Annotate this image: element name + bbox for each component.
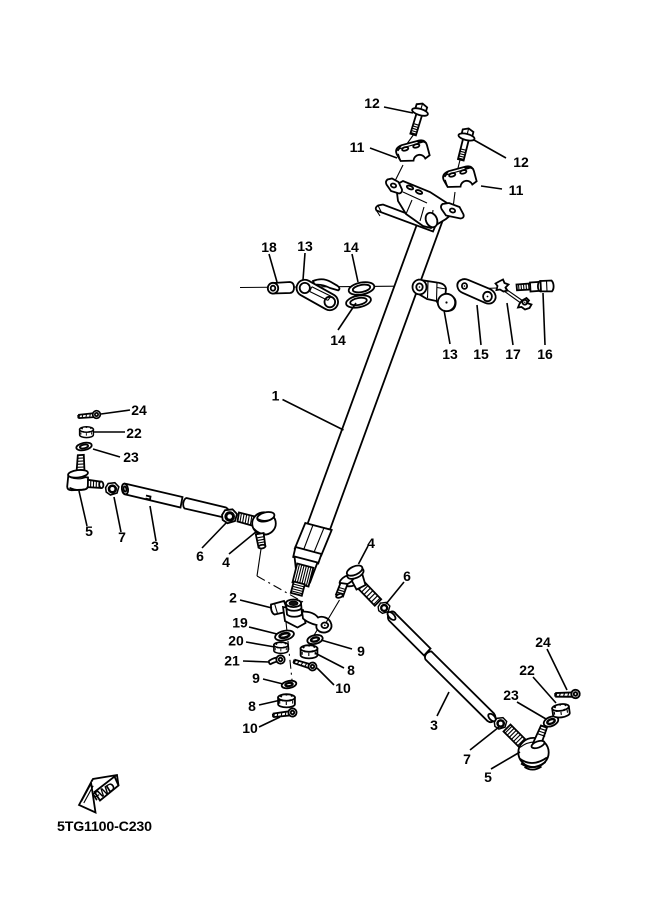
svg-text:22: 22 bbox=[126, 425, 142, 441]
svg-text:11: 11 bbox=[509, 182, 524, 198]
svg-text:13: 13 bbox=[442, 346, 458, 362]
svg-text:24: 24 bbox=[535, 634, 551, 650]
svg-text:18: 18 bbox=[261, 239, 277, 255]
svg-text:5: 5 bbox=[484, 769, 492, 785]
svg-text:6: 6 bbox=[196, 548, 204, 564]
svg-text:3: 3 bbox=[151, 538, 159, 554]
svg-text:5: 5 bbox=[85, 523, 93, 539]
svg-text:10: 10 bbox=[335, 680, 351, 696]
svg-text:7: 7 bbox=[118, 529, 126, 545]
svg-text:12: 12 bbox=[513, 154, 529, 170]
svg-text:14: 14 bbox=[330, 332, 346, 348]
svg-text:13: 13 bbox=[297, 238, 313, 254]
svg-text:8: 8 bbox=[248, 698, 256, 714]
svg-text:23: 23 bbox=[503, 687, 519, 703]
svg-text:5TG1100-C230: 5TG1100-C230 bbox=[57, 819, 152, 835]
svg-text:4: 4 bbox=[367, 535, 375, 551]
svg-text:3: 3 bbox=[430, 717, 438, 733]
svg-text:19: 19 bbox=[232, 615, 248, 631]
svg-text:23: 23 bbox=[123, 449, 139, 465]
svg-text:21: 21 bbox=[224, 653, 240, 669]
svg-text:22: 22 bbox=[519, 662, 535, 678]
svg-text:11: 11 bbox=[350, 139, 365, 155]
svg-text:14: 14 bbox=[343, 239, 359, 255]
svg-text:16: 16 bbox=[537, 346, 553, 362]
svg-text:15: 15 bbox=[473, 346, 489, 362]
svg-text:2: 2 bbox=[229, 590, 237, 606]
svg-text:7: 7 bbox=[463, 751, 471, 767]
svg-text:20: 20 bbox=[228, 633, 244, 649]
svg-text:10: 10 bbox=[242, 720, 258, 736]
svg-text:6: 6 bbox=[403, 568, 411, 584]
svg-text:8: 8 bbox=[347, 662, 355, 678]
svg-text:24: 24 bbox=[131, 402, 147, 418]
svg-text:17: 17 bbox=[505, 346, 521, 362]
svg-text:4: 4 bbox=[222, 554, 230, 570]
svg-text:9: 9 bbox=[252, 670, 260, 686]
svg-text:1: 1 bbox=[272, 388, 280, 404]
svg-text:9: 9 bbox=[357, 643, 365, 659]
svg-text:12: 12 bbox=[364, 95, 380, 111]
